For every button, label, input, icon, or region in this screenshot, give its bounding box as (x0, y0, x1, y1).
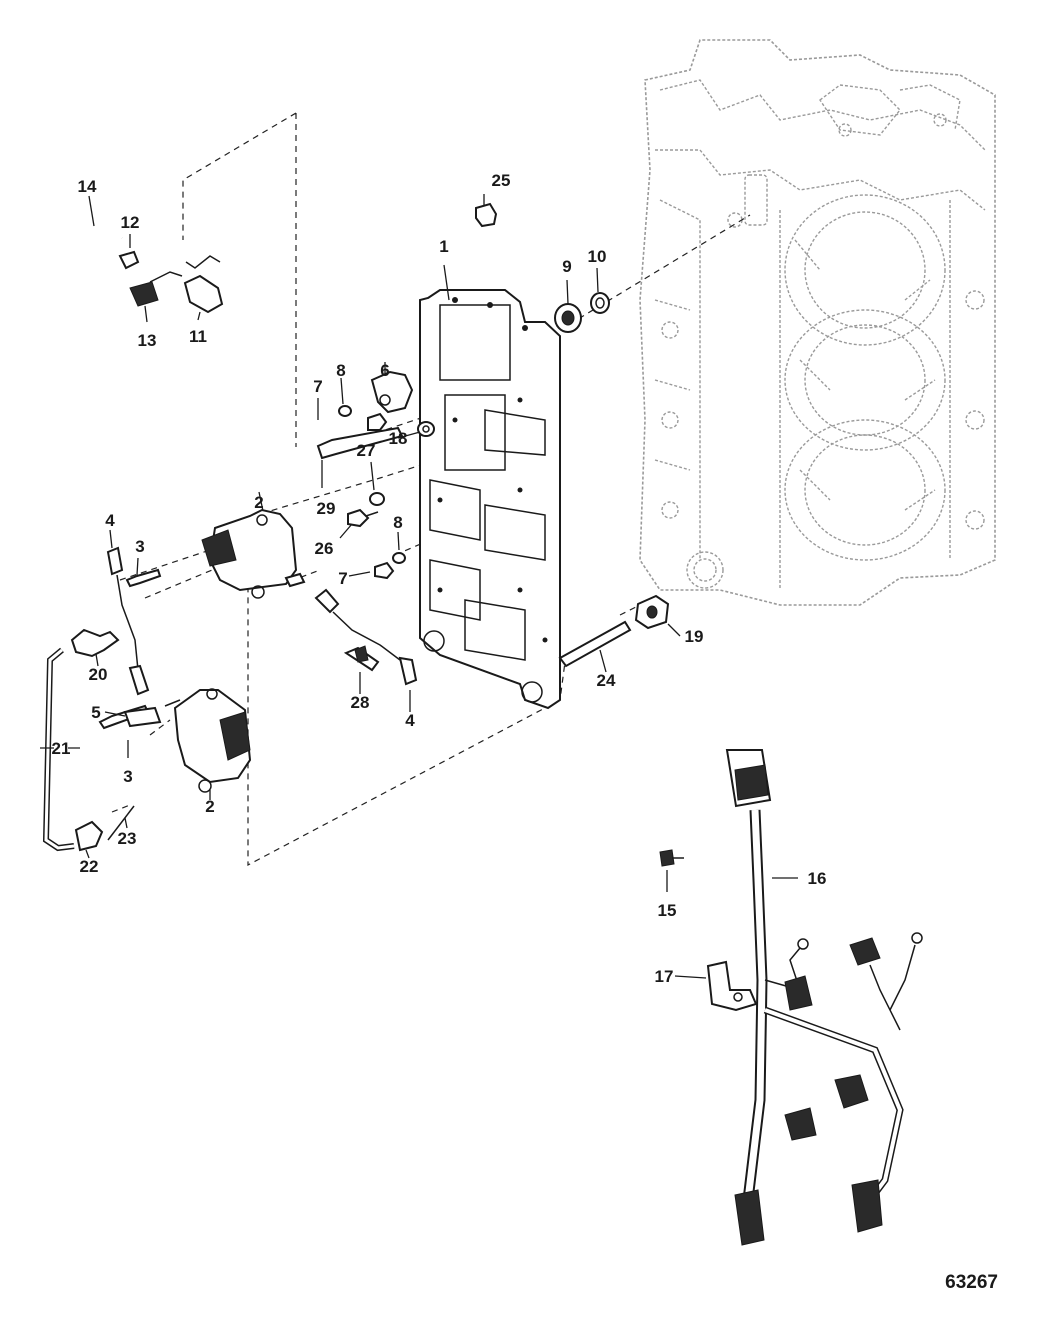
hose-14 (82, 230, 123, 643)
callout-15: 15 (658, 901, 677, 920)
bushing-10 (590, 292, 610, 314)
callout-16: 16 (808, 869, 827, 888)
screw-7-upper (367, 412, 388, 431)
callout-29: 29 (317, 499, 336, 518)
callout-12: 12 (121, 213, 140, 232)
callout-14: 14 (78, 177, 97, 196)
callout-27: 27 (357, 441, 376, 460)
callout-7-upper: 7 (313, 377, 322, 396)
callout-20: 20 (89, 665, 108, 684)
washer-18 (417, 421, 435, 437)
callout-10: 10 (588, 247, 607, 266)
callout-19: 19 (685, 627, 704, 646)
callout-4-left: 4 (105, 511, 115, 530)
sensor-11 (183, 255, 224, 314)
hose-21 (42, 647, 75, 852)
screw-26 (347, 508, 379, 528)
callout-21: 21 (52, 739, 71, 758)
stud-29 (316, 426, 404, 460)
plug-wire-4-left (106, 546, 150, 696)
connector-13 (129, 271, 183, 307)
clip-25 (475, 202, 498, 228)
callout-8-upper: 8 (336, 361, 345, 380)
plug-wire-4-center (314, 588, 418, 686)
bracket-5 (123, 706, 162, 728)
callout-25: 25 (492, 171, 511, 190)
callout-26: 26 (315, 539, 334, 558)
callout-11: 11 (189, 327, 207, 346)
callout-5: 5 (91, 703, 100, 722)
figure-id: 63267 (945, 1272, 998, 1293)
callout-23: 23 (118, 829, 137, 848)
callout-13: 13 (138, 331, 157, 350)
washer-8-upper (338, 405, 352, 417)
clamp-17 (706, 960, 758, 1012)
callout-labels: 1 2 2 3 3 4 4 5 6 7 7 8 8 9 10 11 12 13 … (52, 171, 827, 986)
callout-3-lower: 3 (123, 767, 132, 786)
leader-lines (40, 194, 798, 979)
callout-9: 9 (562, 257, 571, 276)
callout-4-center: 4 (405, 711, 415, 730)
washer-8-lower (392, 552, 406, 564)
wire-harness-16 (725, 749, 923, 1246)
callout-18: 18 (389, 429, 408, 448)
ignition-coil-lower (164, 688, 252, 793)
engine-block-ghost (639, 39, 996, 606)
fitting-19 (634, 594, 670, 630)
tee-fitting-20 (70, 628, 120, 658)
callout-2-lower: 2 (205, 797, 214, 816)
callout-3-upper: 3 (135, 537, 144, 556)
fitting-22 (74, 820, 104, 852)
callout-24: 24 (597, 671, 616, 690)
grommet-9 (554, 303, 582, 333)
tube-24 (558, 620, 632, 668)
ignition-coil-upper (201, 508, 306, 599)
callout-8-lower: 8 (393, 513, 402, 532)
spark-plug-28 (343, 645, 380, 672)
bolt-3-upper (125, 568, 162, 588)
callout-22: 22 (80, 857, 99, 876)
callout-1: 1 (439, 237, 448, 256)
pin-23 (107, 805, 135, 841)
callout-6: 6 (380, 361, 389, 380)
callout-17: 17 (655, 967, 674, 986)
callout-2-upper: 2 (254, 493, 263, 512)
screw-7-lower (374, 561, 395, 580)
bracket-6 (370, 370, 414, 414)
cap-12 (118, 250, 140, 270)
clip-15 (659, 849, 684, 867)
callout-7-lower: 7 (338, 569, 347, 588)
washer-27 (369, 492, 385, 506)
mounting-plate (419, 289, 561, 710)
callout-28: 28 (351, 693, 370, 712)
